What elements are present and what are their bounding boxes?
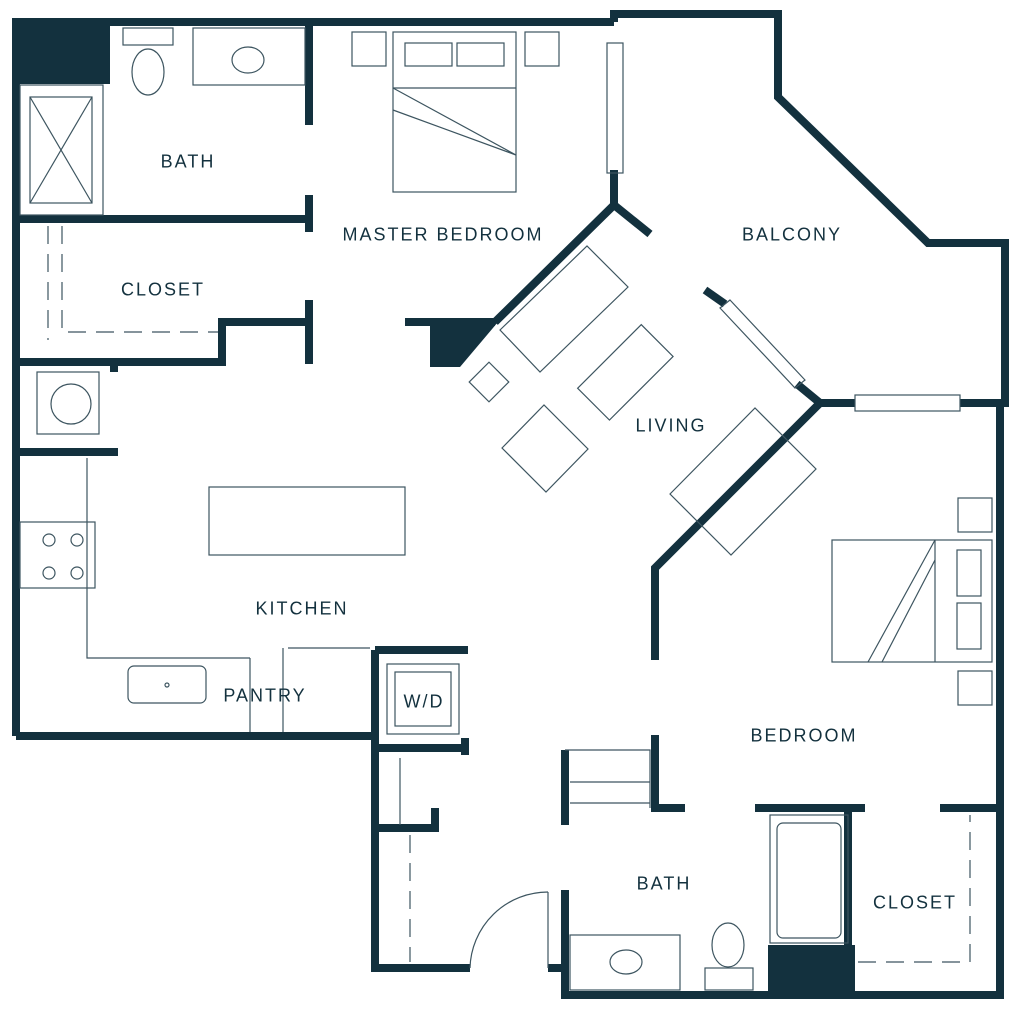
room-label-closet-master: CLOSET [120,279,206,300]
solid-columns [12,22,855,995]
room-label-living: LIVING [635,415,707,436]
room-label-master-bedroom: MASTER BEDROOM [342,224,544,245]
room-label-laundry: W/D [403,691,445,712]
room-label-closet-second: CLOSET [872,892,958,913]
room-label-balcony: BALCONY [741,224,843,245]
room-label-bath-second: BATH [636,873,692,894]
room-label-pantry: PANTRY [223,685,307,706]
room-label-bedroom: BEDROOM [750,725,858,746]
room-label-kitchen: KITCHEN [255,598,349,619]
room-label-bath-master: BATH [160,151,216,172]
fixtures-and-furniture [19,27,993,991]
